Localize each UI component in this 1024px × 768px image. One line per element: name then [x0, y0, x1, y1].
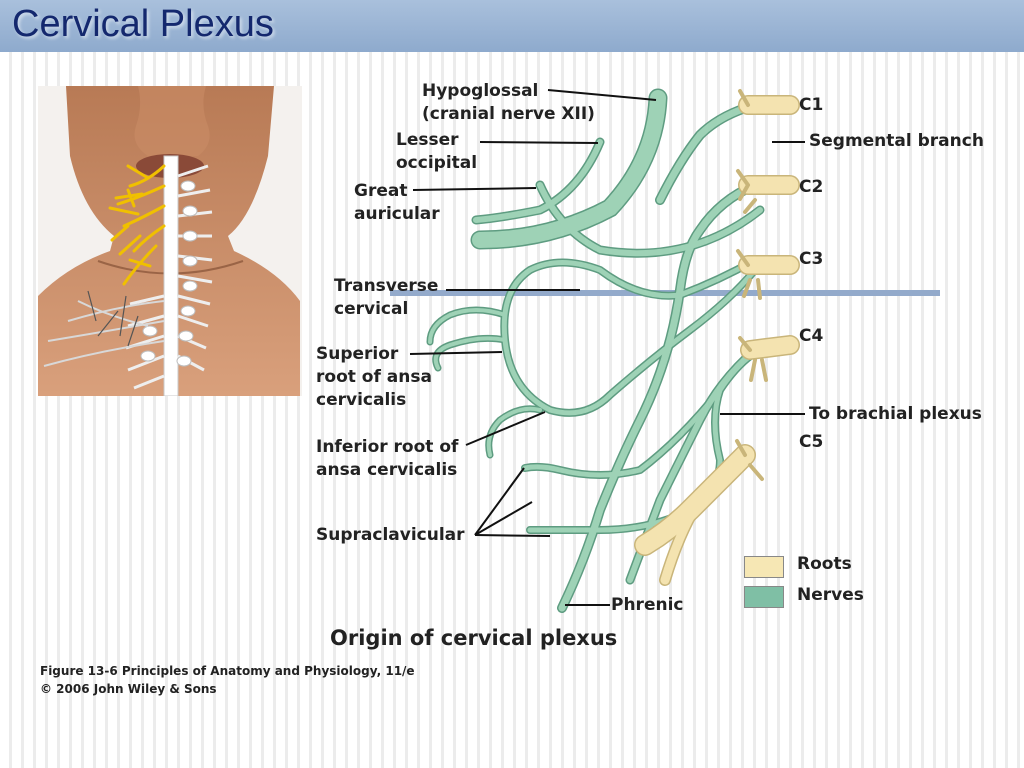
label-hypoglossal-line1: Hypoglossal	[422, 81, 539, 101]
neck-anatomy-illustration	[38, 86, 302, 396]
legend-nerves-swatch	[744, 586, 784, 608]
label-c5: C5	[799, 432, 824, 452]
label-hypoglossal-line2: (cranial nerve XII)	[422, 104, 595, 124]
label-great-auricular-line2: auricular	[354, 204, 440, 224]
figure-credit-line1: Figure 13-6 Principles of Anatomy and Ph…	[40, 664, 415, 678]
label-lesser-occipital-line1: Lesser	[396, 130, 459, 150]
label-superior-root-line2: root of ansa	[316, 367, 432, 387]
diagram-caption: Origin of cervical plexus	[330, 626, 618, 650]
legend-nerves-label: Nerves	[797, 585, 864, 605]
label-hypoglossal: Hypoglossal (cranial nerve XII)	[422, 80, 595, 126]
label-inferior-root-line1: Inferior root of	[316, 437, 459, 457]
label-to-brachial-plexus: To brachial plexus	[809, 404, 982, 424]
label-great-auricular: Great auricular	[354, 180, 440, 226]
label-inferior-root: Inferior root of ansa cervicalis	[316, 436, 458, 482]
legend-roots-swatch	[744, 556, 784, 578]
figure-credit: Figure 13-6 Principles of Anatomy and Ph…	[40, 662, 415, 698]
label-supraclavicular: Supraclavicular	[316, 525, 465, 545]
label-leader-lines	[409, 89, 805, 606]
label-transverse-cervical-line1: Transverse	[334, 276, 439, 296]
label-transverse-cervical-line2: cervical	[334, 299, 409, 319]
label-c1: C1	[799, 95, 824, 115]
label-lesser-occipital-line2: occipital	[396, 153, 478, 173]
spinal-roots	[634, 89, 800, 586]
label-phrenic: Phrenic	[611, 595, 684, 615]
label-transverse-cervical: Transverse cervical	[334, 275, 438, 321]
slide-title: Cervical Plexus	[12, 3, 274, 45]
label-great-auricular-line1: Great	[354, 181, 408, 201]
label-c2: C2	[799, 177, 824, 197]
label-inferior-root-line2: ansa cervicalis	[316, 460, 458, 480]
label-superior-root-line1: Superior	[316, 344, 399, 364]
label-lesser-occipital: Lesser occipital	[396, 129, 477, 175]
label-superior-root-line3: cervicalis	[316, 390, 407, 410]
title-bar: Cervical Plexus	[0, 0, 1024, 52]
label-c3: C3	[799, 249, 824, 269]
legend-roots-label: Roots	[797, 554, 852, 574]
cervical-plexus-diagram	[390, 88, 940, 613]
label-segmental-branch: Segmental branch	[809, 131, 984, 151]
label-superior-root: Superior root of ansa cervicalis	[316, 343, 432, 412]
label-c4: C4	[799, 326, 824, 346]
figure-credit-line2: © 2006 John Wiley & Sons	[40, 682, 217, 696]
